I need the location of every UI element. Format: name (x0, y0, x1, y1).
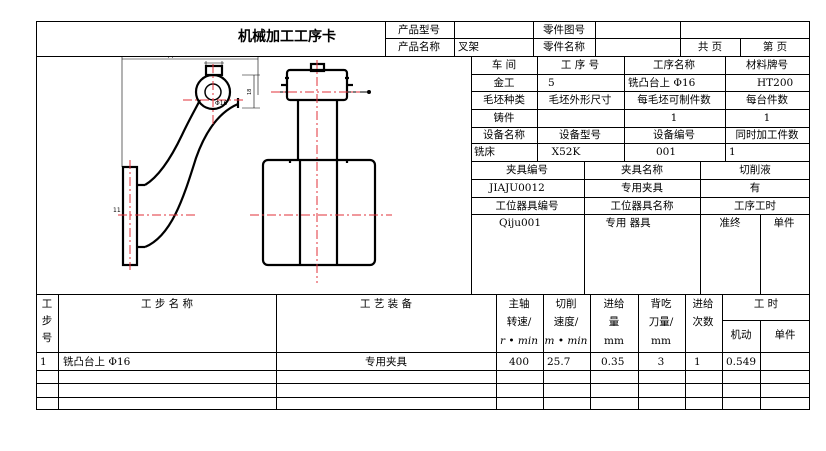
material-value: HT200 (757, 77, 794, 89)
col-speed-line2: 速度/ (553, 316, 579, 328)
step-spindle: 400 (508, 356, 530, 368)
step-no: 1 (40, 356, 47, 368)
card-title: 机械加工工序卡 (238, 29, 336, 45)
prep-time-label: 准终 (719, 217, 741, 229)
product-name-label: 产品名称 (398, 41, 440, 53)
process-no-value: 5 (548, 77, 555, 89)
process-hours-label: 工序工时 (734, 200, 776, 212)
col-feed-line2: 量 (608, 316, 620, 328)
col-depth-line2: 刀量/ (648, 316, 674, 328)
col-passes-line1: 进给 (692, 298, 714, 310)
step-speed: 25.7 (547, 356, 571, 368)
pieces-per-blank-value: 1 (670, 112, 678, 124)
blank-type-value: 铸件 (493, 112, 515, 124)
col-feed-line3: mm (604, 335, 624, 347)
part-name-label: 零件名称 (543, 41, 585, 53)
fixture-name-value: 专用夹具 (621, 182, 663, 194)
coolant-value: 有 (749, 182, 761, 194)
col-machine-time: 机动 (730, 329, 752, 341)
step-feed: 0.35 (601, 356, 625, 368)
blank-size-label: 毛坯外形尺寸 (548, 94, 612, 106)
step-machine-time: 0.549 (726, 356, 757, 368)
step-name: 铣凸台上 Φ16 (63, 356, 131, 368)
front-view (261, 62, 377, 267)
part-drawing-no-label: 零件图号 (543, 24, 585, 36)
col-feed-line1: 进给 (603, 298, 625, 310)
col-spindle-line3: r • min (500, 335, 538, 347)
col-step-no-line2: 步 (41, 315, 53, 327)
station-tool-no-label: 工位器具编号 (495, 200, 559, 212)
pieces-per-unit-value: 1 (763, 112, 771, 124)
fixture-name-label: 夹具名称 (621, 164, 663, 176)
pieces-per-unit-label: 每台件数 (746, 94, 788, 106)
workshop-label: 车 间 (491, 59, 517, 71)
unit-time-label: 单件 (773, 217, 795, 229)
equipment-no-value: 001 (655, 146, 677, 158)
pieces-per-blank-label: 每毛坯可制件数 (637, 94, 711, 106)
station-tool-no-value: Qiju001 (498, 217, 542, 229)
workshop-value: 金工 (493, 77, 515, 89)
product-model-label: 产品型号 (398, 24, 440, 36)
col-depth-line3: mm (651, 335, 671, 347)
col-step-no-line3: 号 (41, 332, 53, 344)
equipment-model-value: X52K (551, 146, 581, 158)
col-unit-time: 单件 (774, 329, 796, 341)
blank-type-label: 毛坯种类 (483, 94, 525, 106)
col-spindle-line2: 转速/ (506, 316, 532, 328)
dim-hole-label: Φ16 (215, 100, 228, 107)
center-lines (118, 64, 246, 270)
fixture-no-value: JIAJU0012 (489, 182, 545, 194)
step-depth: 3 (657, 356, 665, 368)
material-label: 材料牌号 (746, 59, 788, 71)
simultaneous-label: 同时加工件数 (735, 129, 799, 141)
equipment-no-label: 设备编号 (653, 129, 695, 141)
coolant-label: 切削液 (739, 164, 771, 176)
process-no-label: 工 序 号 (560, 59, 600, 71)
col-speed-line3: m • min (544, 335, 588, 347)
simultaneous-value: 1 (729, 146, 736, 158)
col-passes-line2: 次数 (692, 316, 714, 328)
part-drawing: 74 Φ16 18 11 (113, 57, 392, 283)
process-name-label: 工序名称 (653, 59, 695, 71)
total-pages-label: 共 页 (697, 41, 723, 53)
dimension-lines (121, 57, 260, 167)
dim-side-label: 18 (247, 89, 253, 95)
dim-left-label: 11 (113, 207, 121, 214)
center-lines-front (250, 60, 392, 283)
fixture-no-label: 夹具编号 (506, 164, 548, 176)
col-depth-line1: 背吃 (650, 298, 672, 310)
step-equipment: 专用夹具 (365, 356, 407, 368)
col-hours: 工 时 (753, 298, 779, 310)
product-name-value: 叉架 (458, 41, 479, 53)
equipment-model-label: 设备型号 (559, 129, 601, 141)
col-equipment: 工 艺 装 备 (359, 298, 413, 310)
step-passes: 1 (694, 356, 701, 368)
station-tool-name-label: 工位器具名称 (610, 200, 674, 212)
station-tool-name-value: 专用 器具 (605, 217, 651, 229)
process-name-value: 铣凸台上 Φ16 (628, 77, 696, 89)
page-label: 第 页 (762, 41, 788, 53)
dim-top-label: 74 (167, 57, 173, 60)
equipment-name-value: 铣床 (474, 146, 495, 158)
col-speed-line1: 切削 (555, 298, 577, 310)
col-step-name: 工 步 名 称 (140, 298, 194, 310)
col-spindle-line1: 主轴 (508, 298, 530, 310)
col-step-no-line1: 工 (41, 298, 53, 310)
equipment-name-label: 设备名称 (483, 129, 525, 141)
